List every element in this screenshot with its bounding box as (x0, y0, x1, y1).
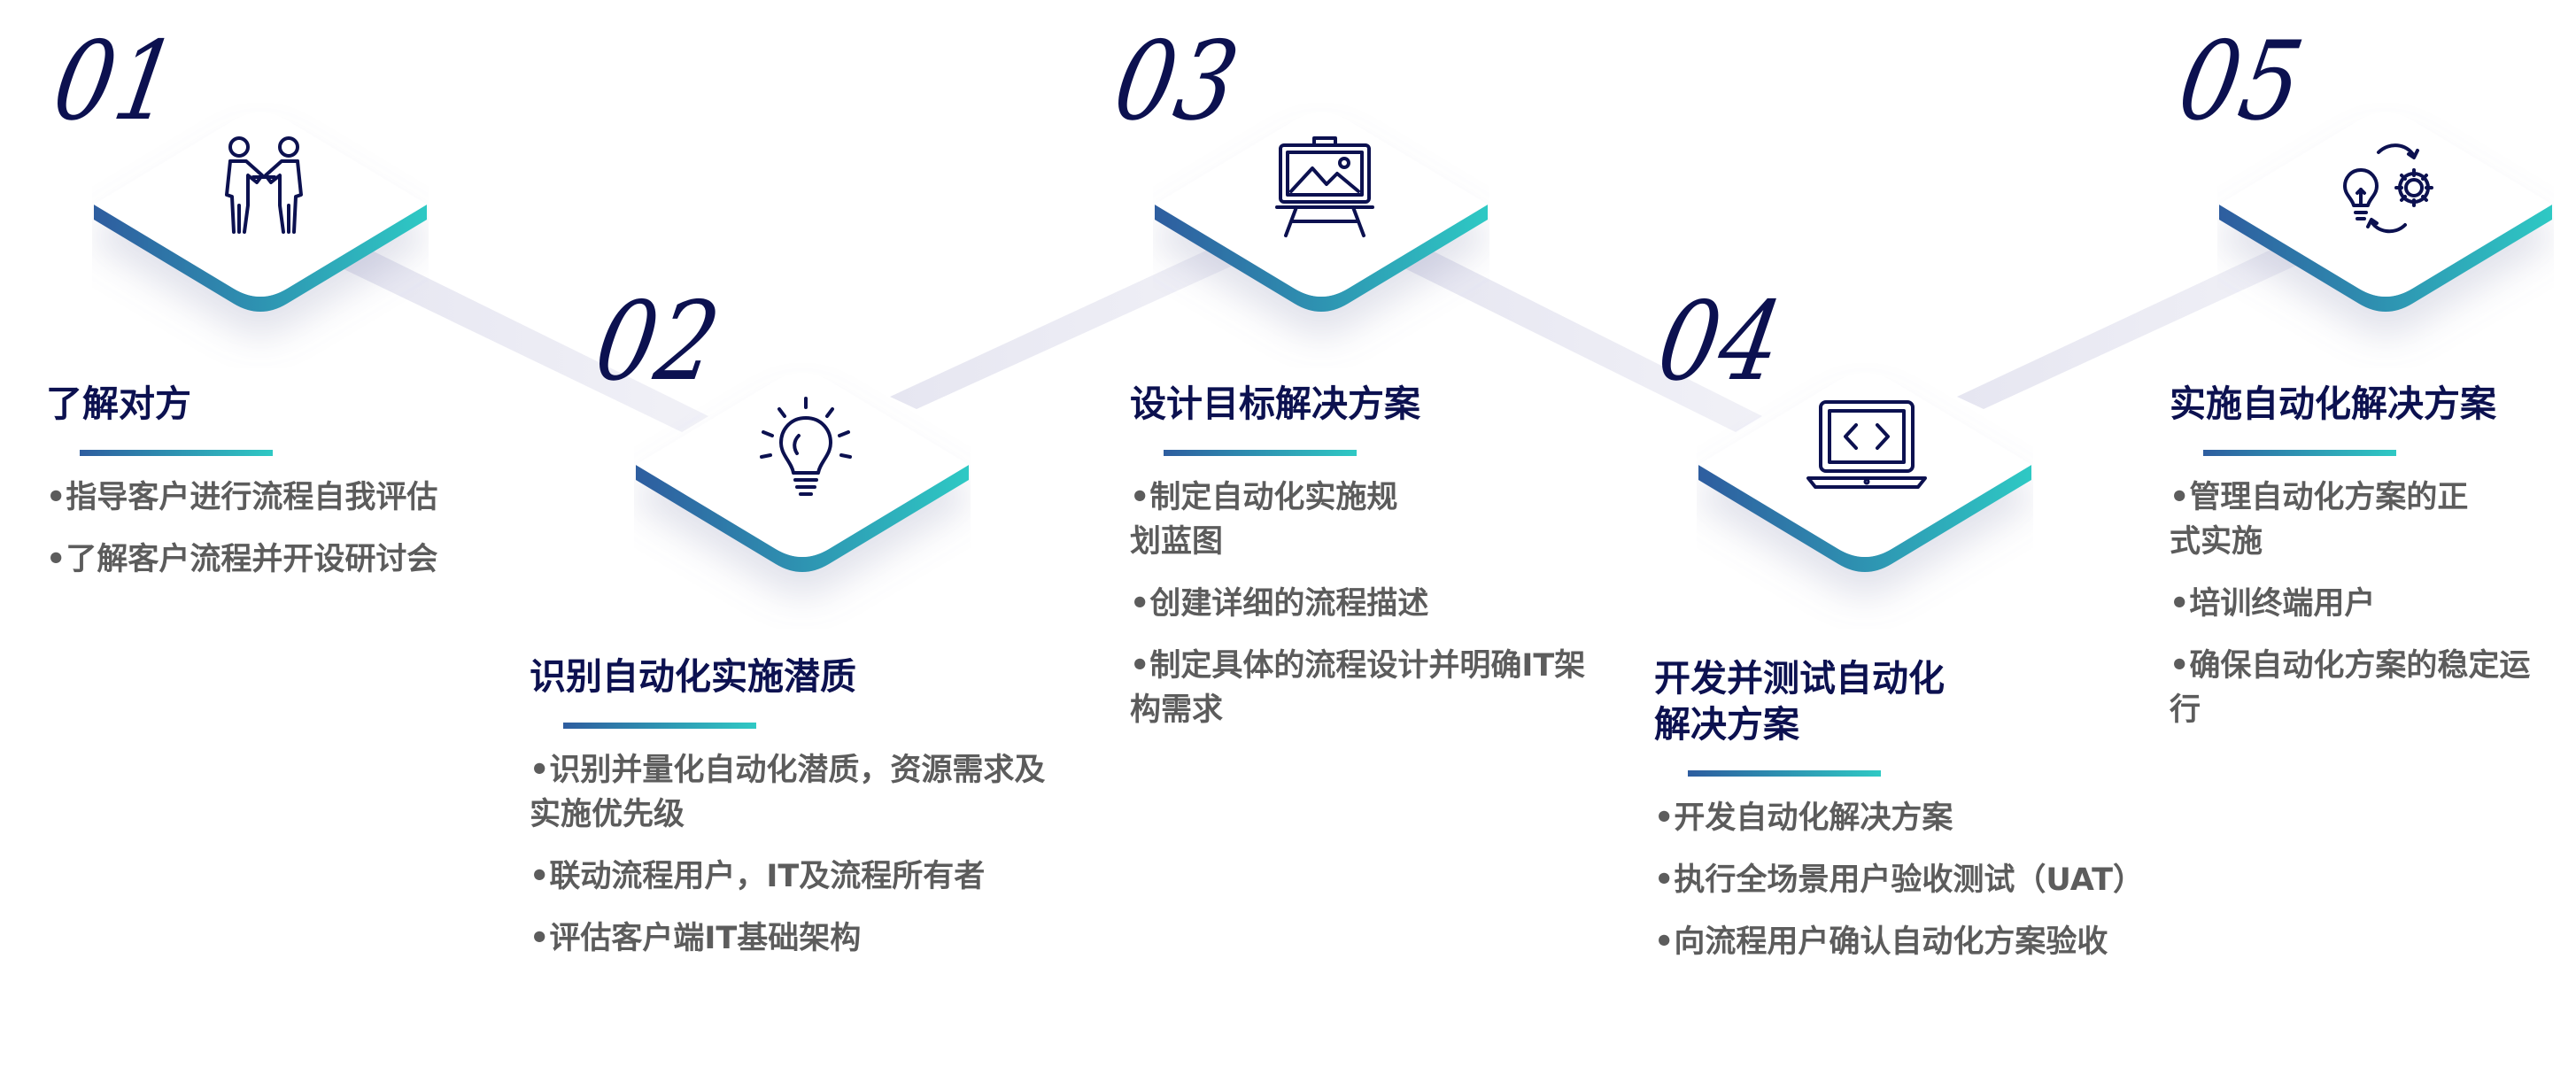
step-5: 05 (2170, 17, 2572, 404)
step-4-text: 开发并测试自动化 解决方案 •开发自动化解决方案 •执行全场景用户验收测试（UA… (1654, 655, 2221, 982)
diamond-plate (636, 373, 969, 572)
bullet-item: •制定自动化实施规 划蓝图 (1130, 480, 1398, 560)
lightbulb-gear-cycle-icon (2343, 143, 2433, 234)
step-1-text: 了解对方 •指导客户进行流程自我评估 •了解客户流程并开设研讨会 (46, 381, 542, 599)
step-5-text: 实施自动化解决方案 •管理自动化方案的正 式实施 •培训终端用户 •确保自动化方… (2170, 381, 2559, 750)
connector-2-3 (890, 239, 1262, 409)
step-title: 识别自动化实施潜质 (530, 655, 856, 698)
bullet-list: •制定自动化实施规 划蓝图 •创建详细的流程描述 •制定具体的流程设计并明确IT… (1130, 475, 1626, 732)
step-title: 设计目标解决方案 (1130, 383, 1420, 425)
step-4: 04 (1649, 277, 2051, 664)
diamond-plate (1698, 373, 2031, 572)
bullet-item: •制定具体的流程设计并明确IT架 构需求 (1130, 648, 1586, 728)
connector-1-2 (337, 250, 708, 432)
diamond-plate (2219, 112, 2552, 312)
bullet-item: •管理自动化方案的正 式实施 (2170, 480, 2469, 560)
step-3: 03 (1105, 17, 1507, 404)
step-3-text: 设计目标解决方案 •制定自动化实施规 划蓝图 •创建详细的流程描述 •制定具体的… (1130, 381, 1626, 750)
bullet-item: •执行全场景用户验收测试（UAT） (1654, 862, 2144, 898)
step-title: 实施自动化解决方案 (2170, 383, 2496, 425)
bullet-item: •开发自动化解决方案 (1654, 800, 1953, 836)
handshake-people-icon (225, 136, 303, 234)
laptop-code-icon (1806, 400, 1927, 489)
bullet-item: •培训终端用户 (2170, 586, 2376, 622)
presentation-easel-icon (1275, 136, 1374, 237)
bullet-item: •了解客户流程并开设研讨会 (46, 542, 438, 577)
bullet-list: •管理自动化方案的正 式实施 •培训终端用户 •确保自动化方案的稳定运 行 (2170, 475, 2559, 732)
bullet-list: •识别并量化自动化潜质，资源需求及 实施优先级 •联动流程用户，IT及流程所有者… (530, 748, 1096, 961)
bullet-item: •确保自动化方案的稳定运 行 (2170, 648, 2531, 728)
bullet-item: •向流程用户确认自动化方案验收 (1654, 924, 2108, 960)
bullet-list: •开发自动化解决方案 •执行全场景用户验收测试（UAT） •向流程用户确认自动化… (1654, 796, 2221, 964)
bullet-item: •创建详细的流程描述 (1130, 586, 1429, 622)
title-underline (563, 723, 756, 729)
bullet-item: •识别并量化自动化潜质，资源需求及 实施优先级 (530, 753, 1046, 832)
bullet-item: •联动流程用户，IT及流程所有者 (530, 859, 986, 894)
step-title: 了解对方 (46, 383, 191, 425)
bullet-list: •指导客户进行流程自我评估 •了解客户流程并开设研讨会 (46, 475, 542, 582)
step-1: 01 (44, 17, 446, 404)
step-2: 02 (586, 277, 988, 664)
connector-3-4 (1399, 250, 1762, 432)
connector-4-5 (1957, 239, 2325, 409)
lightbulb-icon (760, 397, 852, 496)
title-underline (1164, 450, 1357, 456)
title-underline (2203, 450, 2396, 456)
step-2-text: 识别自动化实施潜质 •识别并量化自动化潜质，资源需求及 实施优先级 •联动流程用… (530, 653, 1096, 978)
diamond-plate (1155, 112, 1488, 312)
diamond-plate (94, 112, 427, 312)
title-underline (80, 450, 273, 456)
step-title: 开发并测试自动化 解决方案 (1654, 657, 1945, 746)
title-underline (1688, 770, 1881, 777)
bullet-item: •评估客户端IT基础架构 (530, 921, 862, 956)
bullet-item: •指导客户进行流程自我评估 (46, 480, 438, 515)
